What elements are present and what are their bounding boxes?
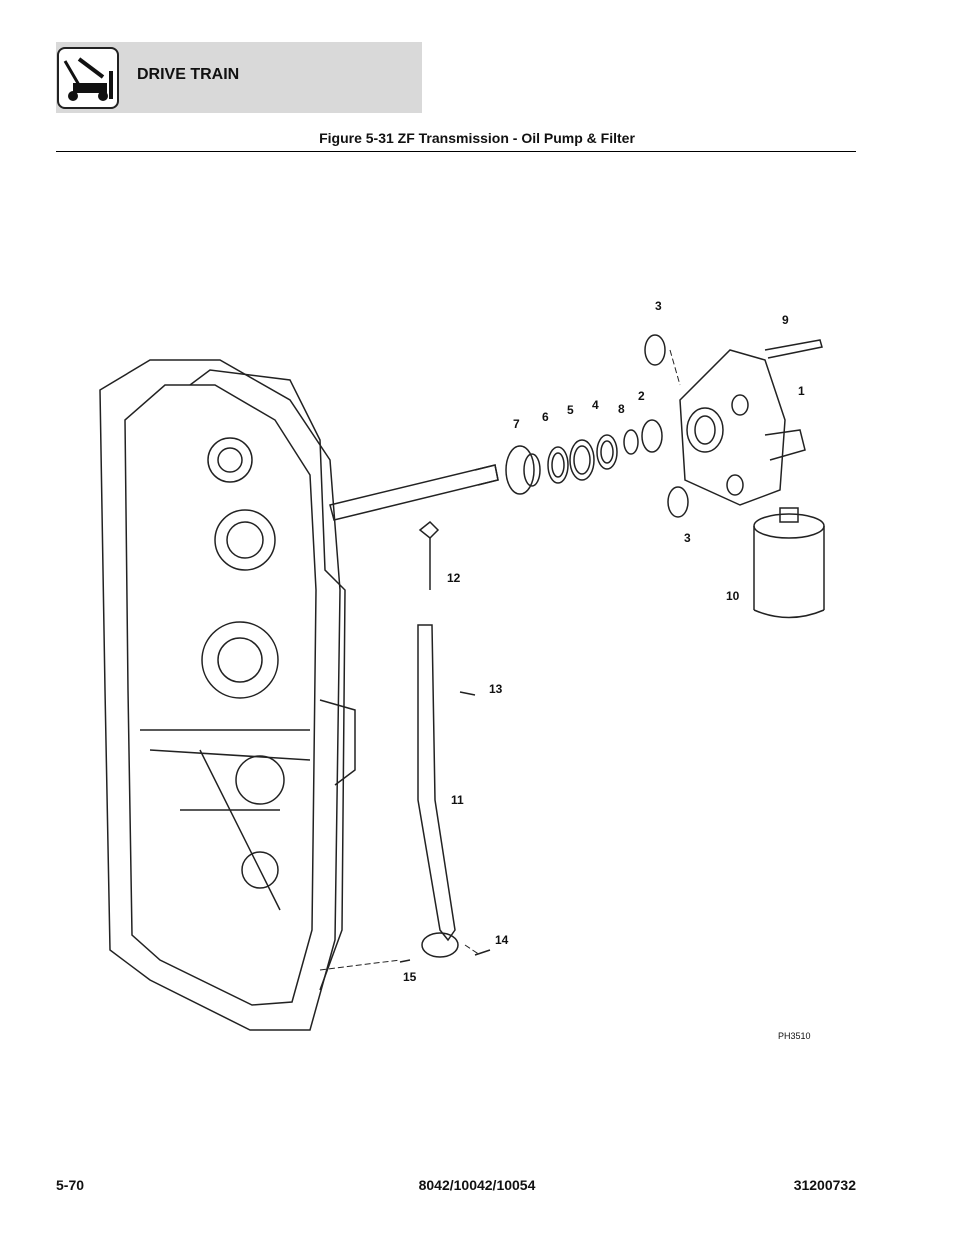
- callout-1: 1: [798, 384, 805, 398]
- page-number: 5-70: [56, 1177, 85, 1193]
- callout-14: 14: [495, 933, 509, 947]
- callout-7: 7: [513, 417, 520, 431]
- callout-12: 12: [447, 571, 461, 585]
- logo: [57, 47, 119, 109]
- callout-11: 11: [451, 793, 464, 807]
- dipstick-tube: [399, 520, 491, 963]
- oil-filter: [753, 507, 825, 619]
- title-divider: [56, 151, 856, 152]
- callout-5: 5: [567, 403, 574, 417]
- figure-title: Figure 5-31 ZF Transmission - Oil Pump &…: [319, 130, 635, 146]
- callout-3-top: 3: [655, 299, 662, 313]
- oil-pump-housing: [679, 339, 823, 506]
- callout-9: 9: [782, 313, 789, 327]
- callout-8: 8: [618, 402, 625, 416]
- document-number: 31200732: [793, 1177, 856, 1193]
- callout-4: 4: [592, 398, 599, 412]
- art-id: PH3510: [778, 1031, 811, 1041]
- model-numbers: 8042/10042/10054: [418, 1177, 536, 1193]
- section-title: DRIVE TRAIN: [137, 66, 240, 83]
- callout-10: 10: [726, 589, 740, 603]
- pump-components: [505, 334, 689, 518]
- callout-15: 15: [403, 970, 417, 984]
- transmission-housing: [99, 359, 356, 1031]
- exploded-parts-diagram: 3 9 1 7 6 5 4 8 2 3 10 12 13 11 14 15 PH…: [99, 299, 825, 1041]
- callout-2: 2: [638, 389, 645, 403]
- leader-lines: [319, 349, 681, 971]
- callout-3-bottom: 3: [684, 531, 691, 545]
- vehicle-drive-train-icon: [63, 57, 113, 101]
- callout-13: 13: [489, 682, 503, 696]
- shaft: [329, 464, 499, 521]
- callout-6: 6: [542, 410, 549, 424]
